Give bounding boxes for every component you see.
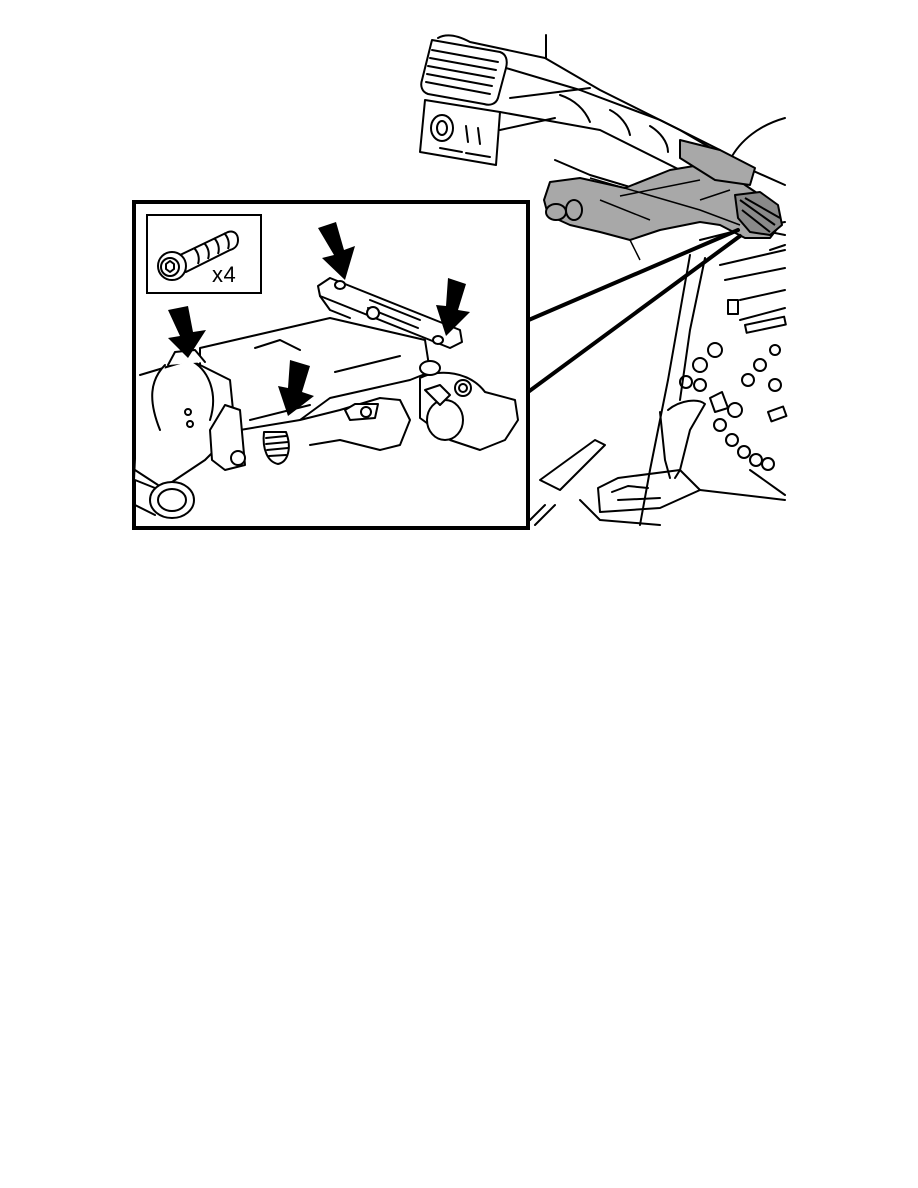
dashboard-overview-drawing [419,34,788,526]
arrow-indicator-center [278,360,314,416]
illustration-figure: x4 [0,0,918,540]
quantity-label: x4 [212,262,237,287]
arrow-indicator-top-right [436,278,470,336]
torx-bolt-icon [157,230,239,281]
blank-page-area [0,540,918,1188]
fastener-inset-box [146,214,262,294]
arrow-indicator-left [168,306,206,358]
steering-column-detail-drawing [134,222,519,519]
arrow-indicator-top-left [318,222,355,280]
